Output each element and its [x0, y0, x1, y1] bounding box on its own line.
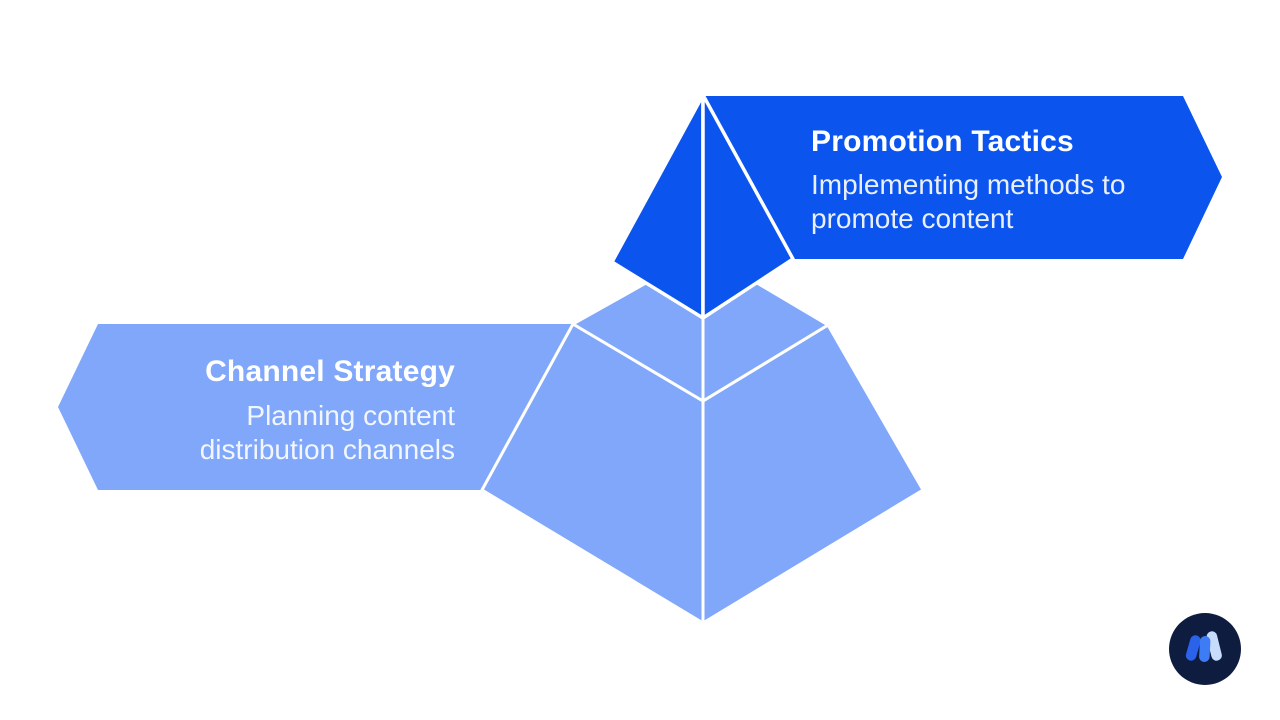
- w-mark-icon: [1185, 631, 1222, 662]
- pyramid-top-tier-right-face: [701, 93, 795, 320]
- w-mark-stroke-left: [1185, 635, 1201, 661]
- w-mark-stroke-right: [1206, 631, 1222, 661]
- w-mark-stroke-middle: [1199, 636, 1211, 662]
- promotion-tactics-banner-shape: [704, 96, 1222, 259]
- channel-strategy-banner-shape: [58, 324, 573, 490]
- pyramid-top-tier-left-face: [610, 93, 705, 320]
- brand-logo: [1169, 613, 1241, 685]
